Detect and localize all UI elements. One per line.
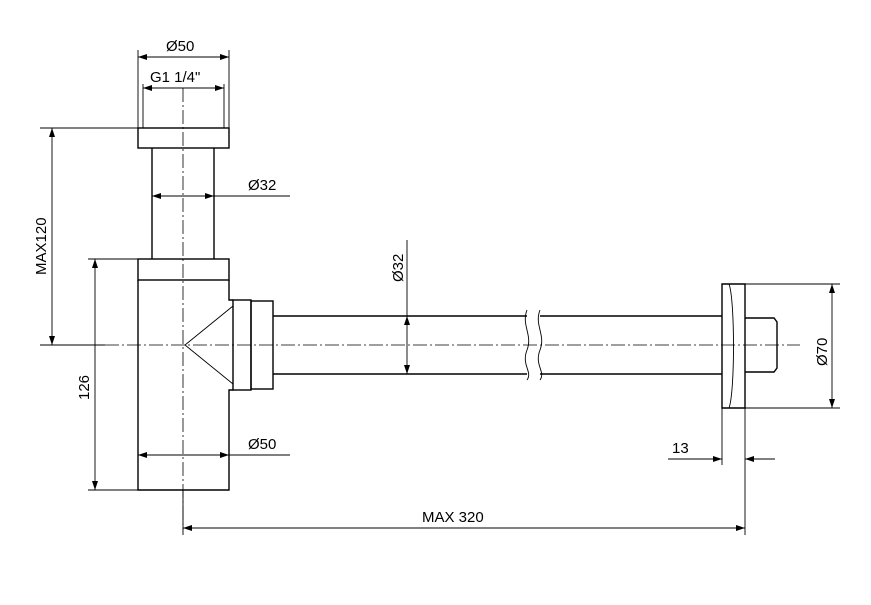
thread-label: G1 1/4" bbox=[150, 69, 200, 86]
body-ring bbox=[137, 258, 230, 281]
horizontal-tube-diameter-label: Ø32 bbox=[390, 254, 407, 282]
upper-tube-diameter-label: Ø32 bbox=[248, 177, 276, 194]
max-length-label: MAX 320 bbox=[422, 509, 484, 526]
flange-thickness-label: 13 bbox=[672, 440, 689, 457]
dimension-labels: Ø50 G1 1/4" Ø32 MAX120 126 Ø32 Ø50 Ø70 1… bbox=[33, 38, 831, 526]
body-diameter-label: Ø50 bbox=[248, 436, 276, 453]
flange-diameter-label: Ø70 bbox=[814, 338, 831, 366]
body-height-label: 126 bbox=[76, 375, 93, 400]
top-cap bbox=[137, 127, 230, 149]
dimension-lines bbox=[49, 54, 835, 531]
extension-lines bbox=[40, 50, 840, 535]
max-height-label: MAX120 bbox=[33, 217, 50, 275]
siphon-body bbox=[137, 127, 778, 491]
centerlines bbox=[105, 88, 800, 530]
cap-diameter-label: Ø50 bbox=[166, 38, 194, 55]
